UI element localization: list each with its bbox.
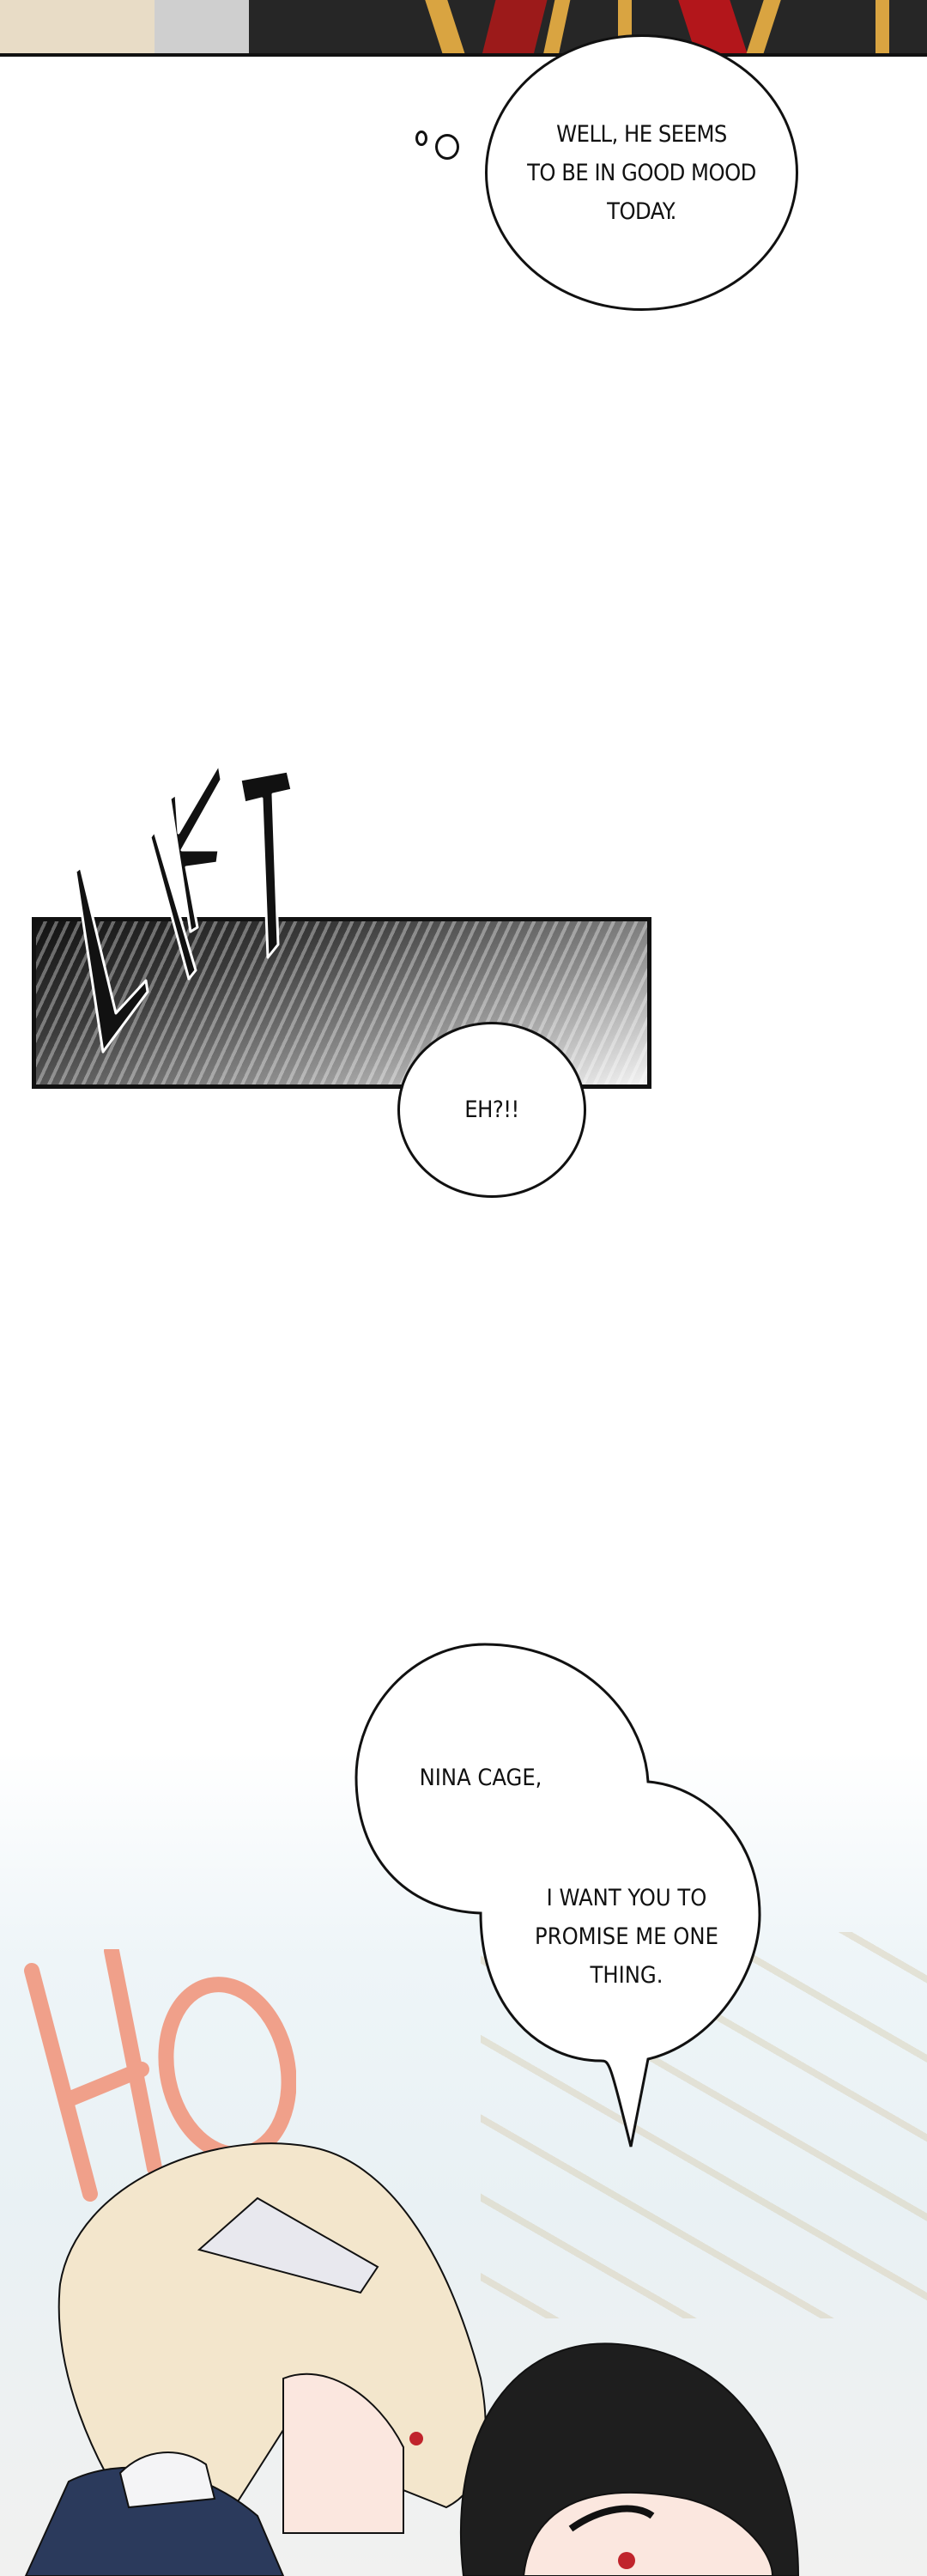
speech-bubble-1: NINA CAGE, [352,1640,609,1915]
thought-dot-small [415,131,427,146]
robe-gold-trim [422,0,467,53]
background-desk [0,0,249,53]
speech-bubble-outline [354,1643,761,2148]
speech-bubble-2: I WANT YOU TO PROMISE ME ONE THING. [498,1829,755,2044]
top-panel-illustration [0,0,927,57]
thought-bubble-text: WELL, HE SEEMS TO BE IN GOOD MOOD TODAY. [527,120,756,225]
thought-bubble: WELL, HE SEEMS TO BE IN GOOD MOOD TODAY. [485,34,798,311]
girl-face [282,2372,404,2534]
thought-dot-medium [435,134,459,160]
robe-red-lining [481,0,549,53]
man-face [522,2491,774,2576]
girl-eye [409,2432,423,2445]
characters-illustration [24,2142,800,2576]
man-eyebrow [568,2505,655,2532]
man-eye [618,2552,635,2569]
exclaim-bubble-text: EH?!! [464,1097,519,1123]
frilled-collar [118,2451,216,2509]
sfx-lift: LIFT [74,762,294,1054]
speech-bubble-2-text: I WANT YOU TO PROMISE ME ONE THING. [535,1884,718,1989]
headband [197,2196,379,2294]
robe-gold-trim [876,0,889,53]
robe-gold-trim [542,0,573,53]
exclaim-bubble: EH?!! [397,1022,586,1198]
robe-gold-trim [744,0,784,53]
speech-bubble-1-text: NINA CAGE, [419,1764,542,1791]
